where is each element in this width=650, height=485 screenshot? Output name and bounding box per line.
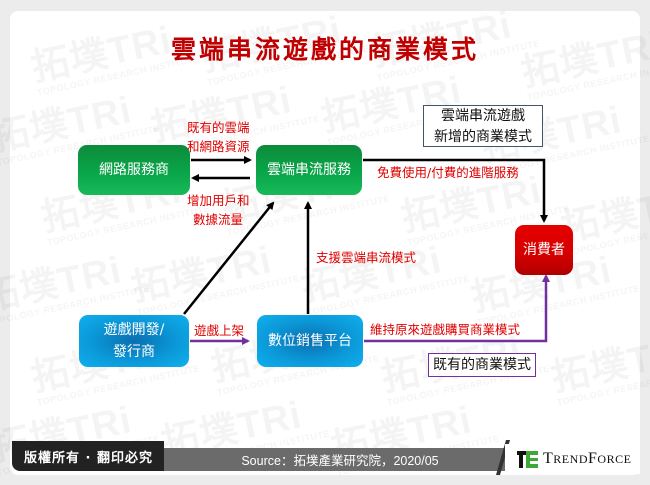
page-title: 雲端串流遊戲的商業模式 bbox=[170, 35, 479, 64]
node-cloud-streaming: 雲端串流服務 bbox=[256, 145, 362, 195]
footer-bar bbox=[150, 448, 510, 471]
label-store-to-consumer: 維持原來遊戲購買商業模式 bbox=[370, 322, 521, 337]
trendforce-logo: TRENDFORCE bbox=[505, 444, 640, 474]
trendforce-logo-icon bbox=[517, 451, 538, 468]
label-store-to-cloud: 支援雲端串流模式 bbox=[316, 250, 417, 265]
label-isp-to-cloud: 既有的雲端 和網路資源 bbox=[187, 120, 250, 154]
arrow-cloud-to-consumer bbox=[363, 158, 548, 223]
legend-existing-model: 既有的商業模式 bbox=[428, 353, 536, 377]
label-cloud-to-consumer: 免費使用/付費的進階服務 bbox=[377, 165, 519, 180]
arrow-store-to-consumer bbox=[364, 274, 550, 343]
trendforce-logo-text: TRENDFORCE bbox=[543, 450, 632, 467]
arrow-developer-to-cloud bbox=[183, 201, 275, 315]
node-developer-label-line2: 發行商 bbox=[113, 344, 155, 360]
node-isp: 網路服務商 bbox=[78, 145, 190, 195]
legend-new-model: 雲端串流遊戲 新增的商業模式 bbox=[423, 105, 543, 147]
label-developer-to-store: 遊戲上架 bbox=[194, 323, 245, 338]
node-digital-store: 數位銷售平台 bbox=[257, 315, 363, 367]
node-digital-store-label: 數位銷售平台 bbox=[268, 333, 352, 349]
label-cloud-to-isp: 增加用戶和 數據流量 bbox=[187, 193, 250, 227]
footer-source: Source：拓墣產業研究院，2020/05 bbox=[241, 454, 439, 468]
node-developer: 遊戲開發/ 發行商 bbox=[79, 315, 189, 367]
node-developer-label-line1: 遊戲開發/ bbox=[103, 322, 165, 338]
node-consumer: 消費者 bbox=[515, 225, 573, 275]
node-cloud-streaming-label: 雲端串流服務 bbox=[267, 162, 351, 178]
node-consumer-label: 消費者 bbox=[523, 242, 565, 258]
node-isp-label: 網路服務商 bbox=[99, 162, 169, 178]
footer-copyright: 版權所有 · 翻印必究 bbox=[12, 441, 164, 471]
